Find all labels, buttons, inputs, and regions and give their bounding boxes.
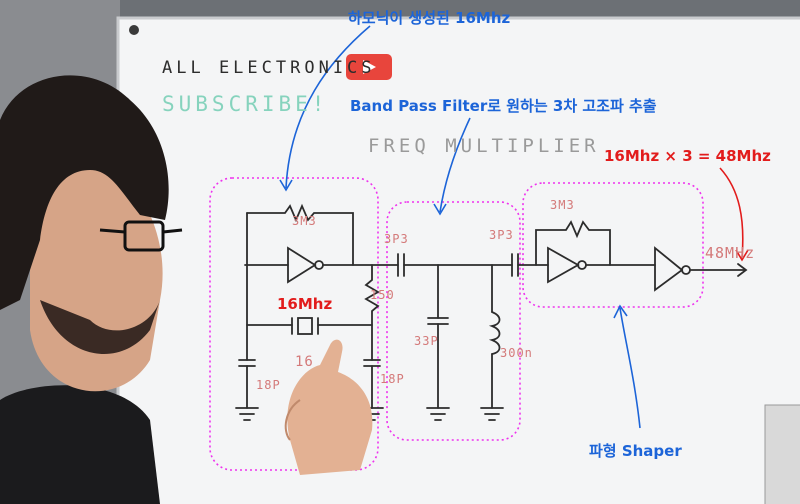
- c-load-right-label: 18P: [380, 372, 405, 386]
- bench-device: [764, 404, 800, 504]
- bandpass-box: [386, 201, 521, 441]
- c-load-left-label: 18P: [256, 378, 281, 392]
- channel-name: ALL ELECTRONICS: [162, 58, 376, 78]
- schematic: [235, 203, 748, 421]
- c-in-label: 3P3: [384, 232, 409, 246]
- r-feedback-label: 3M3: [292, 214, 317, 228]
- shaper-caption: 파형 Shaper: [589, 442, 682, 460]
- r-shaper-label: 3M3: [550, 198, 575, 212]
- play-icon: [363, 60, 376, 74]
- c-shunt-label: 33P: [414, 334, 439, 348]
- whiteboard: [116, 16, 800, 504]
- crystal-mark-label: 16: [295, 354, 314, 370]
- r-series-label: 150: [370, 288, 395, 302]
- oscillator-box: [209, 177, 379, 471]
- output-label: 48MHz: [705, 244, 756, 262]
- inductor-label: 300n: [500, 346, 533, 360]
- shaper-box: [522, 182, 704, 308]
- equation-arrow: [719, 167, 749, 262]
- board-magnet: [129, 25, 139, 35]
- bandpass-caption: Band Pass Filter로 원하는 3차 고조파 추출: [350, 97, 657, 115]
- subscribe-text: SUBSCRIBE!: [162, 92, 329, 116]
- presenter: [0, 75, 373, 504]
- crystal-caption: 16Mhz: [277, 295, 333, 313]
- board-heading: FREQ MULTIPLIER: [368, 135, 600, 157]
- annotation-arrows: [279, 25, 641, 429]
- harmonics-caption: 하모닉이 생성된 16Mhz: [348, 9, 511, 27]
- c-out-label: 3P3: [489, 228, 514, 242]
- equation-caption: 16Mhz × 3 = 48Mhz: [604, 147, 771, 165]
